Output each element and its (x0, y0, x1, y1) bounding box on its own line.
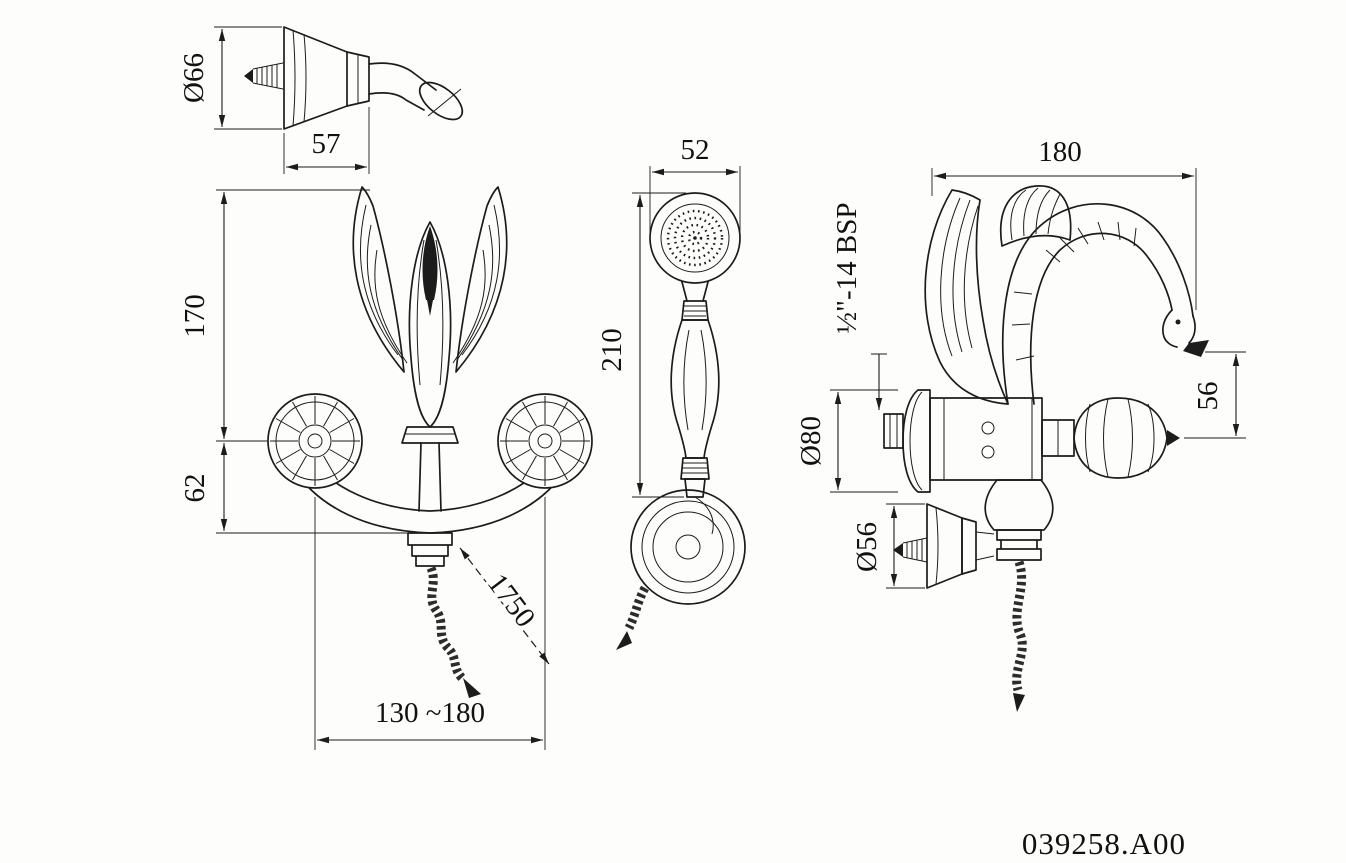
hand-shower-view: 52 210 (596, 134, 746, 650)
dim-spout-height: 56 (1192, 382, 1224, 411)
front-view: 1750 170 62 130 ~180 (179, 186, 593, 750)
dim-hose-length: 1750 (481, 568, 541, 634)
dim-handshower-diameter: 52 (681, 134, 710, 166)
dim-connection-thread: ½"-14 BSP (831, 202, 863, 333)
dim-escutcheon-diameter: Ø80 (795, 416, 827, 466)
right-knob (497, 393, 593, 489)
dim-handshower-length: 210 (596, 328, 628, 372)
dim-bracket-depth: 57 (312, 128, 341, 160)
dim-bracket-diameter: Ø66 (178, 53, 210, 103)
dim-side-width: 180 (1038, 136, 1082, 168)
part-number: 039258.A00 (1022, 826, 1186, 861)
left-knob (267, 393, 363, 489)
dim-front-height-top: 170 (179, 294, 211, 338)
side-view: 180 ½"-14 BSP Ø80 56 Ø56 (795, 136, 1246, 712)
dim-center-distance: 130 ~180 (375, 697, 485, 729)
dim-front-height-bottom: 62 (179, 474, 211, 503)
dim-holder-diameter: Ø56 (851, 522, 883, 572)
wall-bracket-view: Ø66 57 (178, 26, 464, 174)
